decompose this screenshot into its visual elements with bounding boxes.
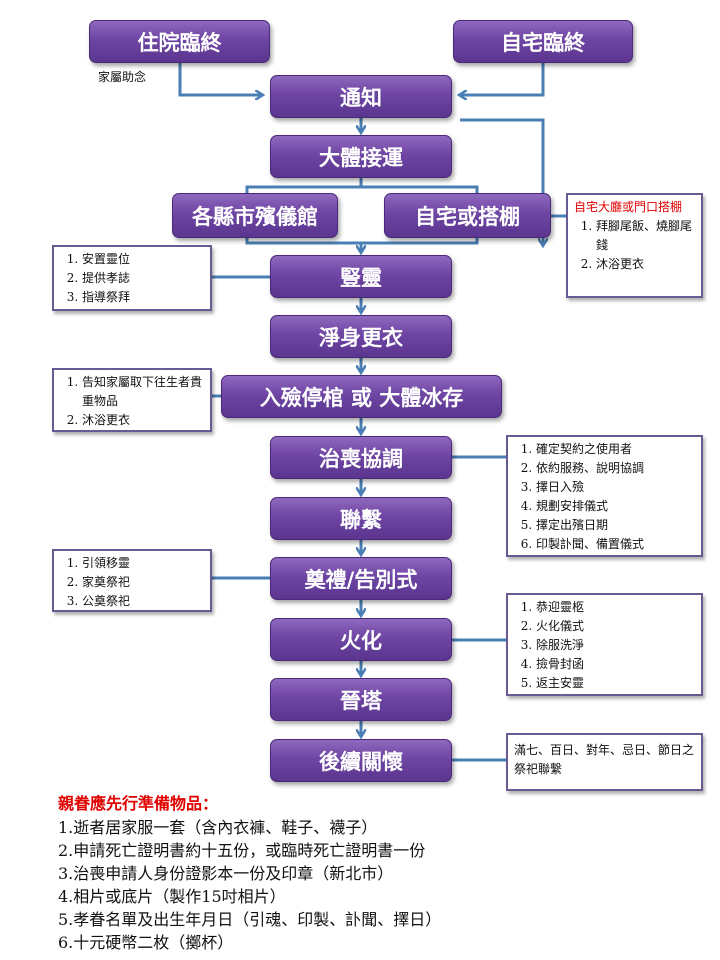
node-hospital-death: 住院臨終 <box>89 20 270 63</box>
node-coordination: 治喪協調 <box>270 436 452 479</box>
note-item: 確定契約之使用者 <box>536 440 695 459</box>
note-item: 告知家屬取下往生者貴重物品 <box>82 373 204 411</box>
note-coordination: 確定契約之使用者 依約服務、說明協調 擇日入殮 規劃安排儀式 擇定出殯日期 印製… <box>506 435 703 557</box>
note-item: 沐浴更衣 <box>596 255 695 274</box>
preparation-item: 4.相片或底片（製作15吋相片） <box>58 887 286 906</box>
node-notify: 通知 <box>270 75 452 118</box>
note-item: 引領移靈 <box>82 554 204 573</box>
node-contact: 聯繫 <box>270 497 452 540</box>
note-item: 恭迎靈柩 <box>536 598 695 617</box>
note-follow-up: 滿七、百日、對年、忌日、節日之祭祀聯繫 <box>506 733 703 791</box>
note-item: 擇定出殯日期 <box>536 516 695 535</box>
note-item: 撿骨封函 <box>536 655 695 674</box>
note-encoffin: 告知家屬取下往生者貴重物品 沐浴更衣 <box>52 368 212 432</box>
note-item: 規劃安排儀式 <box>536 497 695 516</box>
node-ceremony: 奠禮/告別式 <box>270 557 452 600</box>
note-item: 依約服務、說明協調 <box>536 459 695 478</box>
note-heading: 自宅大廳或門口搭棚 <box>574 200 683 214</box>
note-home-tent: 自宅大廳或門口搭棚 拜腳尾飯、燒腳尾錢 沐浴更衣 <box>566 193 703 298</box>
node-set-altar: 豎靈 <box>270 255 452 298</box>
node-encoffin: 入殮停棺 或 大體冰存 <box>221 375 502 418</box>
node-columbarium: 晉塔 <box>270 678 452 721</box>
preparation-list: 親眷應先行準備物品： 1.逝者居家服一套（含內衣褲、鞋子、襪子） 2.申請死亡證… <box>58 790 441 954</box>
node-cremation: 火化 <box>270 618 452 661</box>
node-funeral-home: 各縣市殯儀館 <box>172 193 338 238</box>
note-ceremony: 引領移靈 家奠祭祀 公奠祭祀 <box>52 549 212 612</box>
note-cremation: 恭迎靈柩 火化儀式 除服洗淨 撿骨封函 返主安靈 <box>506 593 703 696</box>
note-set-altar: 安置靈位 提供孝誌 指導祭拜 <box>52 245 212 311</box>
node-follow-up: 後續關懷 <box>270 739 452 782</box>
note-item: 擇日入殮 <box>536 478 695 497</box>
preparation-item: 5.孝眷名單及出生年月日（引魂、印製、訃聞、擇日） <box>58 910 442 929</box>
note-item: 指導祭拜 <box>82 288 204 307</box>
note-item: 拜腳尾飯、燒腳尾錢 <box>596 217 695 255</box>
note-item: 返主安靈 <box>536 674 695 693</box>
note-item: 印製訃聞、備置儀式 <box>536 535 695 554</box>
note-item: 沐浴更衣 <box>82 411 204 430</box>
preparation-item: 6.十元硬幣二枚（擲杯） <box>58 933 234 952</box>
note-item: 除服洗淨 <box>536 636 695 655</box>
note-item: 公奠祭祀 <box>82 592 204 611</box>
node-wash-dress: 淨身更衣 <box>270 315 452 358</box>
node-body-transport: 大體接運 <box>270 135 452 178</box>
preparation-item: 1.逝者居家服一套（含內衣褲、鞋子、襪子） <box>58 818 378 837</box>
arrow-home-to-notify <box>460 63 545 95</box>
node-home-death: 自宅臨終 <box>453 20 633 63</box>
arrow-hospital-to-notify <box>178 63 262 95</box>
note-item: 火化儀式 <box>536 617 695 636</box>
family-chant-label: 家屬助念 <box>98 70 147 84</box>
preparation-title: 親眷應先行準備物品： <box>58 794 219 813</box>
preparation-item: 3.治喪申請人身份證影本一份及印章（新北市） <box>58 864 394 883</box>
preparation-item: 2.申請死亡證明書約十五份，或臨時死亡證明書一份 <box>58 841 426 860</box>
note-item: 安置靈位 <box>82 250 204 269</box>
note-item: 提供孝誌 <box>82 269 204 288</box>
note-item: 家奠祭祀 <box>82 573 204 592</box>
node-home-or-tent: 自宅或搭棚 <box>384 193 551 238</box>
